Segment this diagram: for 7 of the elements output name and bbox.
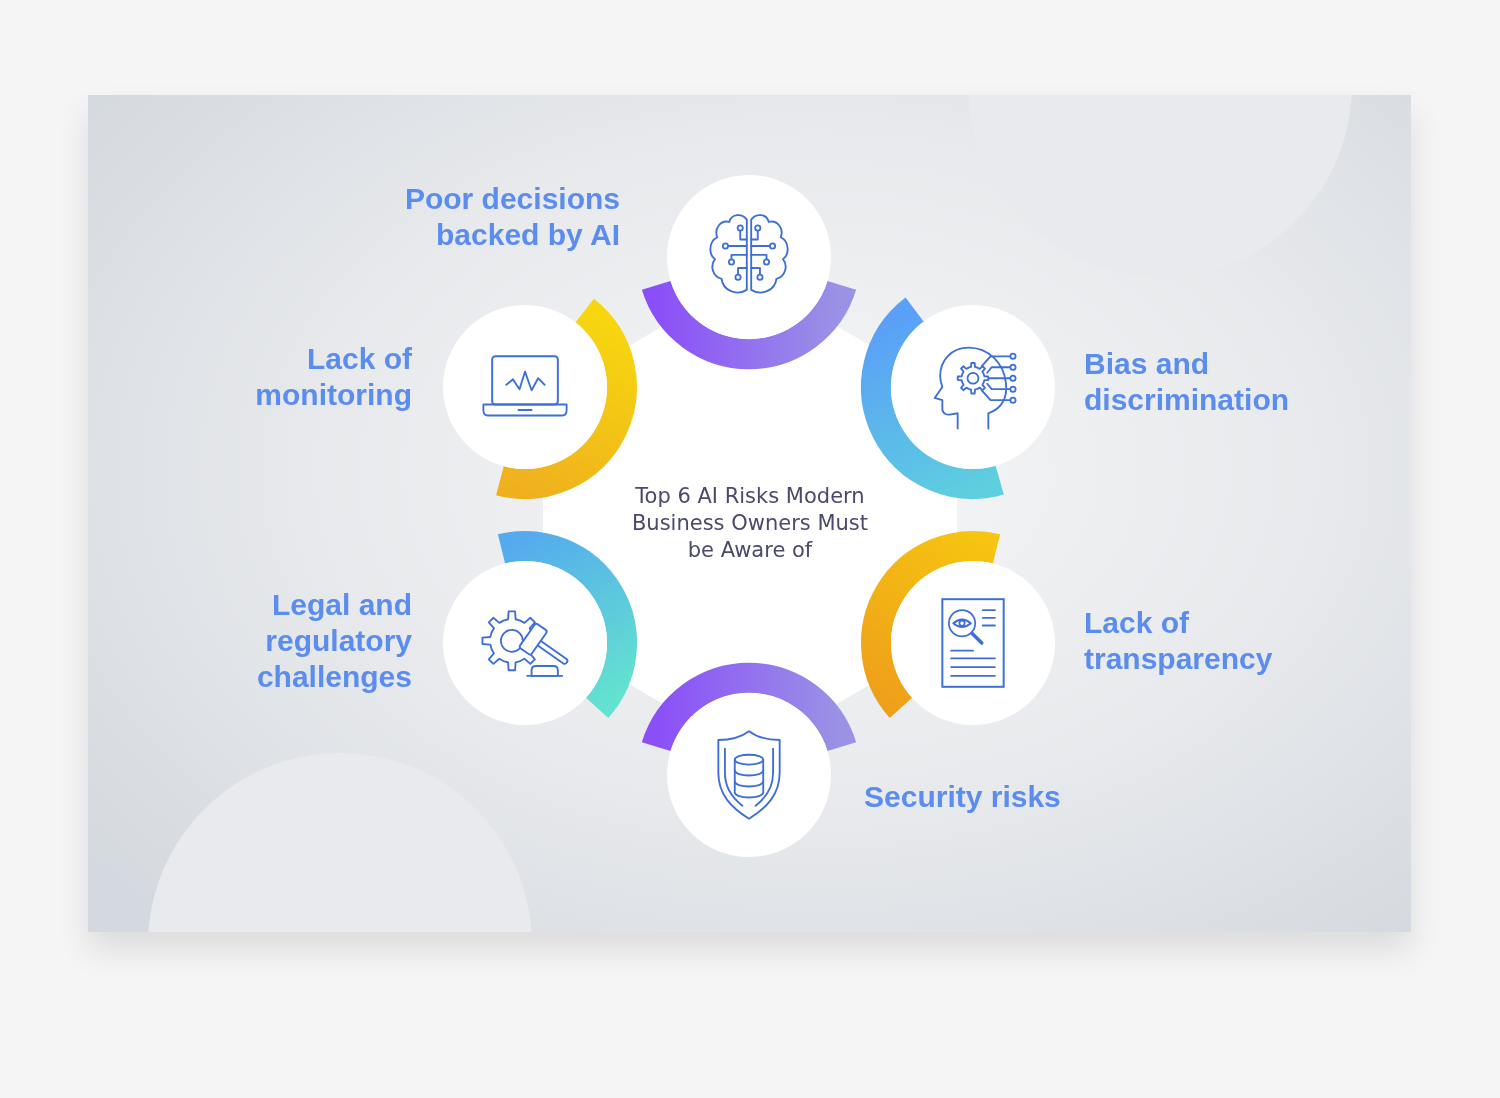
risk-title: Legal and regulatory challenges [255, 587, 412, 695]
risk-title: Security risks [864, 779, 1062, 815]
risk-title: Bias and discrimination [1084, 346, 1291, 418]
risk-title: Lack of monitoring [254, 341, 412, 413]
risk-title: Poor decisions backed by AI [403, 181, 620, 253]
risk-title: Lack of transparency [1084, 605, 1274, 677]
center-heading: Top 6 AI Risks Modern Business Owners Must be Aware of [630, 483, 869, 564]
